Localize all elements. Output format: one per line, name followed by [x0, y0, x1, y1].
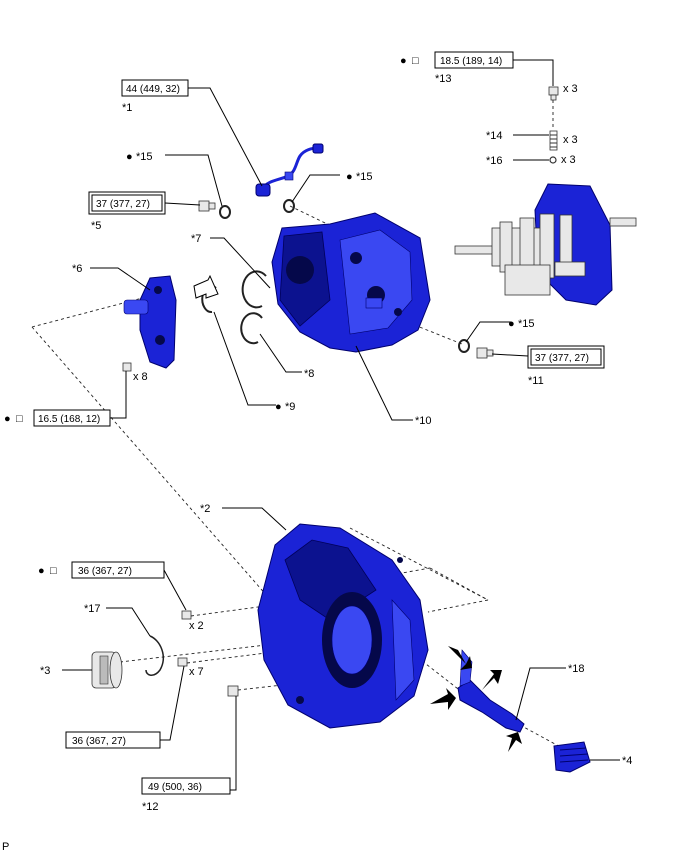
- torque-spec-2b: 36 (367, 27): [65, 731, 161, 749]
- qty-7: x 7: [189, 666, 204, 678]
- qty-2: x 2: [189, 620, 204, 632]
- torque-value: 44 (449, 32): [126, 84, 180, 95]
- qty-16: x 3: [561, 154, 576, 166]
- torque-value: 37 (377, 27): [535, 353, 589, 364]
- qty-8: x 8: [133, 371, 148, 383]
- qty-14: x 3: [563, 134, 578, 146]
- label-4: *4: [622, 755, 632, 767]
- torque-spec-8: 16.5 (168, 12): [33, 409, 111, 427]
- label-8: *8: [304, 368, 314, 380]
- part-15-gasket-b: [283, 199, 295, 213]
- marker-square: □: [412, 55, 419, 67]
- label-18: *18: [568, 663, 585, 675]
- label-15-a: *15: [136, 151, 153, 163]
- label-5: *5: [91, 220, 101, 232]
- label-17: *17: [84, 603, 101, 615]
- part-13-plug: [548, 86, 559, 101]
- torque-spec-11: 37 (377, 27): [527, 345, 605, 369]
- part-2-clutch-housing: [257, 523, 429, 729]
- part-2-bolt-b: [177, 657, 188, 667]
- torque-spec-12: 49 (500, 36): [141, 777, 231, 795]
- part-5-drain-plug: [198, 200, 216, 212]
- torque-value: 18.5 (189, 14): [440, 56, 502, 67]
- torque-value: 36 (367, 27): [72, 736, 126, 747]
- part-10-transmission-case: [271, 212, 431, 353]
- label-9: *9: [285, 401, 295, 413]
- figure-code: P: [2, 841, 9, 852]
- marker-dot: ●: [346, 171, 353, 183]
- label-2: *2: [200, 503, 210, 515]
- label-11: *11: [528, 375, 544, 387]
- part-4-dust-boot: [553, 741, 591, 773]
- part-8-snap-ring: [240, 312, 263, 345]
- label-10: *10: [415, 415, 432, 427]
- torque-value: 49 (500, 36): [148, 782, 202, 793]
- label-15-b: *15: [356, 171, 373, 183]
- label-13: *13: [435, 73, 452, 85]
- part-11-plug: [476, 347, 494, 359]
- marker-dot: ●: [508, 318, 515, 330]
- qty-13: x 3: [563, 83, 578, 95]
- torque-spec-13: 18.5 (189, 14): [434, 51, 514, 69]
- torque-value: 36 (367, 27): [78, 566, 132, 577]
- label-16: *16: [486, 155, 503, 167]
- marker-dot: ●: [4, 413, 11, 425]
- part-17-clip: [145, 635, 164, 676]
- label-7: *7: [191, 233, 201, 245]
- part-1-sensor-harness: [255, 143, 324, 197]
- part-6-extension-housing: [123, 275, 177, 369]
- torque-spec-2a: 36 (367, 27): [71, 561, 165, 579]
- part-16-ball: [549, 156, 557, 164]
- torque-value: 37 (377, 27): [96, 199, 150, 210]
- gear-shaft-assembly: [454, 183, 637, 306]
- marker-dot: ●: [275, 401, 282, 413]
- part-2-bolt-a: [181, 610, 192, 620]
- label-3: *3: [40, 665, 50, 677]
- marker-dot: ●: [126, 151, 133, 163]
- label-1: *1: [122, 102, 132, 114]
- torque-spec-5: 37 (377, 27): [88, 191, 166, 215]
- label-14: *14: [486, 130, 503, 142]
- leader-lines: [62, 59, 620, 791]
- marker-dot: ●: [400, 55, 407, 67]
- label-15-c: *15: [518, 318, 535, 330]
- marker-square: □: [16, 413, 23, 425]
- torque-value: 16.5 (168, 12): [38, 414, 100, 425]
- marker-dot: ●: [38, 565, 45, 577]
- label-6: *6: [72, 263, 82, 275]
- torque-spec-1: 44 (449, 32): [121, 79, 189, 97]
- part-12-bolt: [227, 685, 239, 697]
- part-7-snap-ring: [241, 270, 267, 309]
- part-6-bolt: [122, 362, 132, 372]
- lubrication-point-arrows: [430, 646, 522, 752]
- marker-square: □: [50, 565, 57, 577]
- part-15-gasket-a: [219, 205, 231, 219]
- install-direction-arrow: [193, 274, 219, 299]
- label-12: *12: [142, 801, 159, 813]
- part-14-spring: [549, 130, 558, 151]
- part-3-release-bearing: [91, 651, 123, 689]
- part-15-gasket-c: [458, 339, 470, 353]
